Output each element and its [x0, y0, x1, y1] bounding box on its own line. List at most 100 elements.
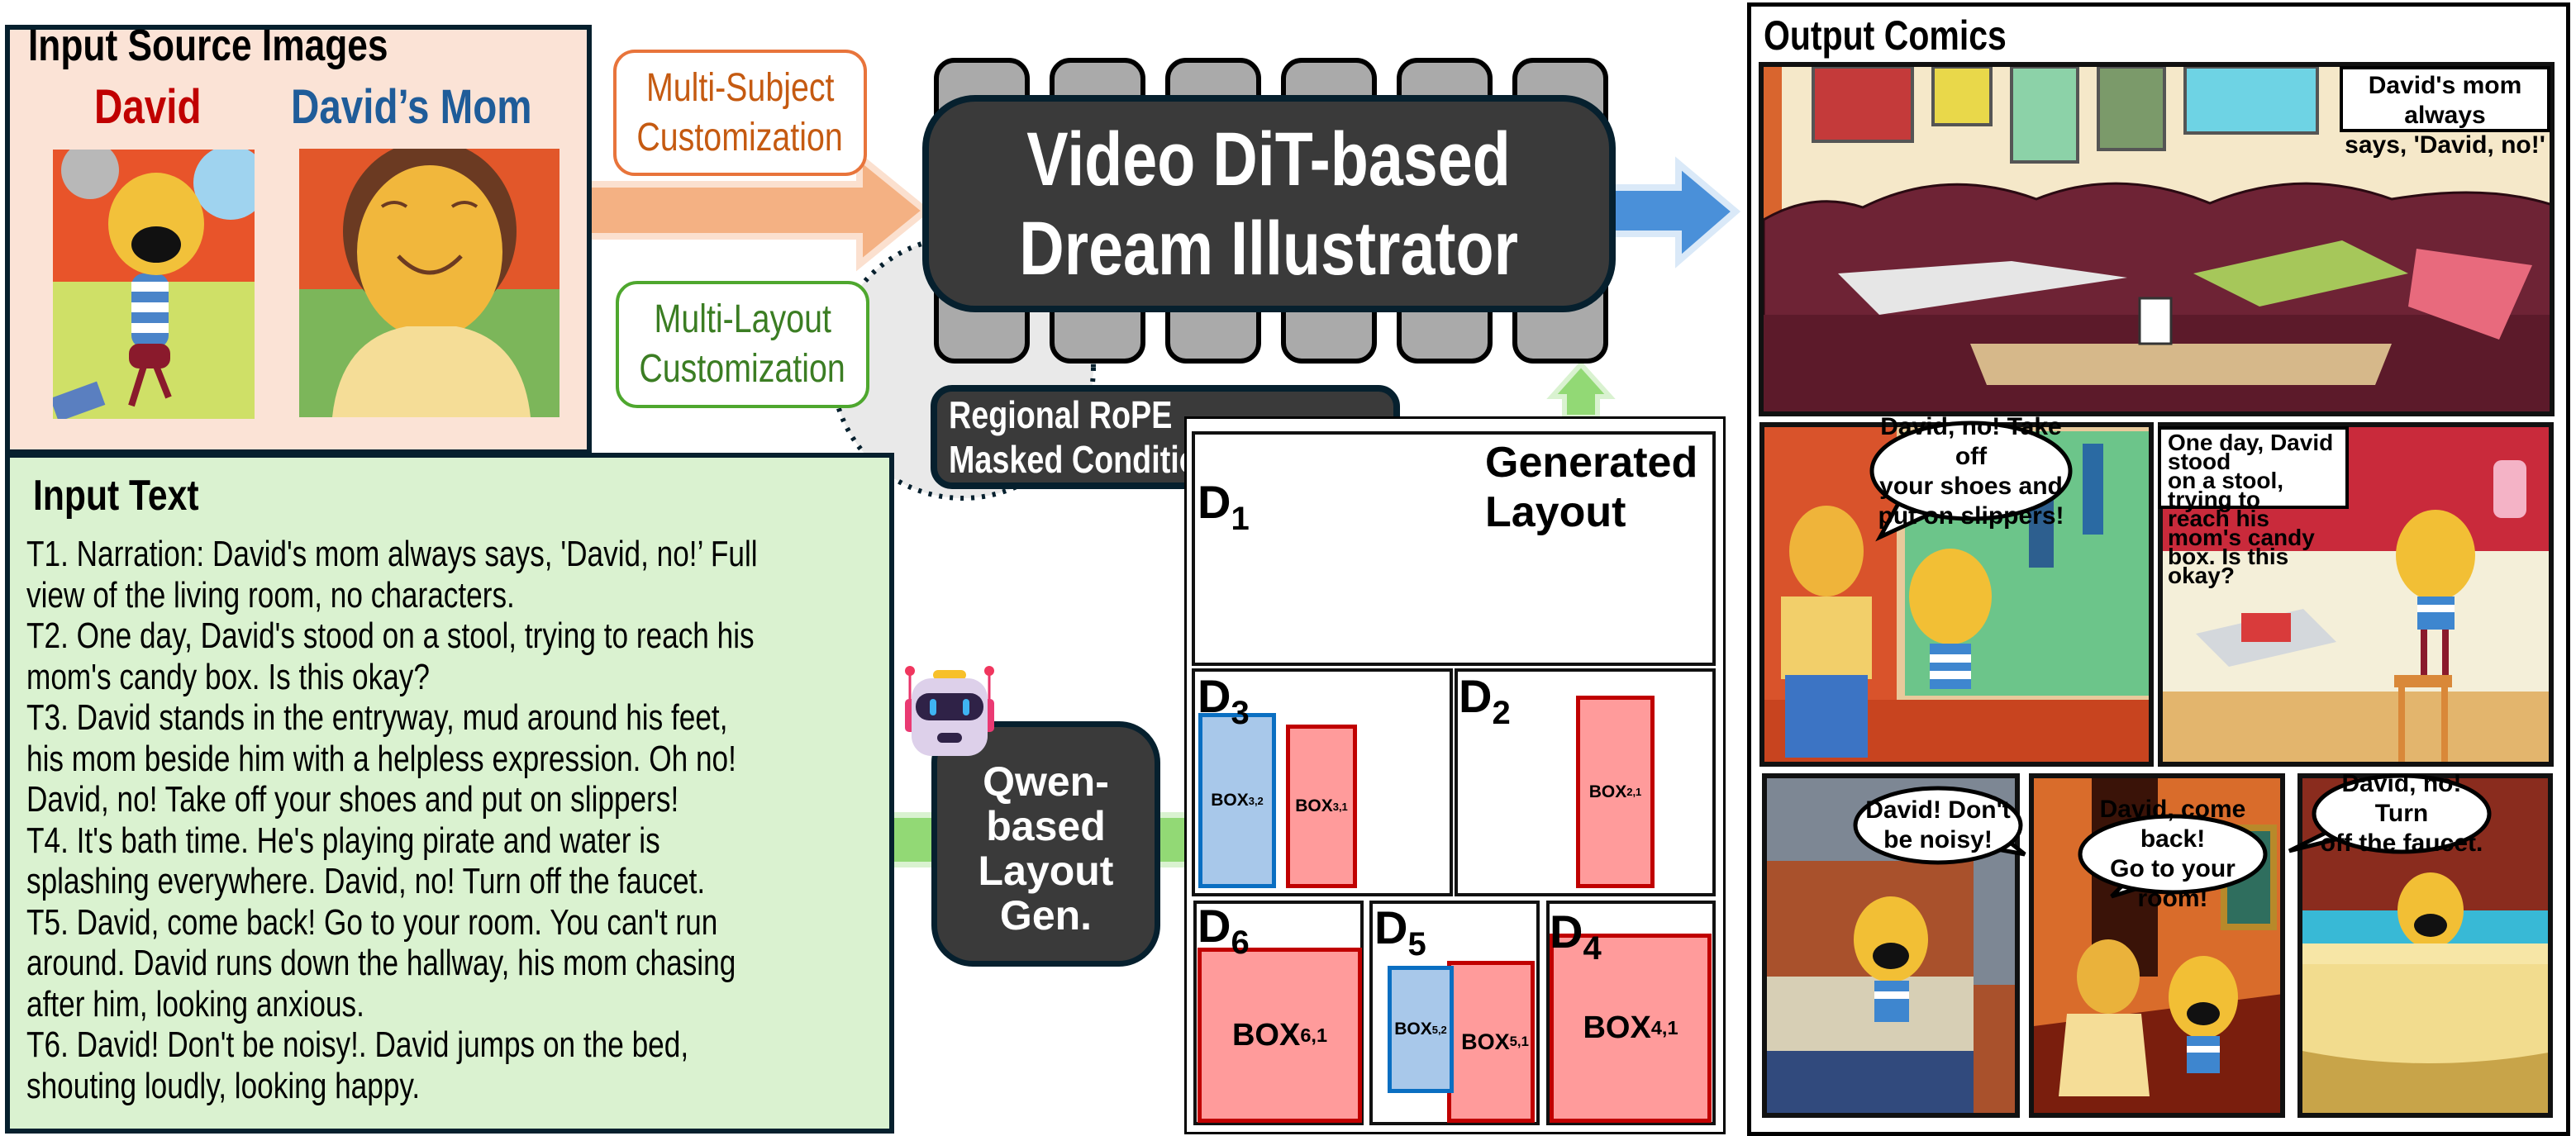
character-label-david: David: [94, 79, 225, 135]
label-line: Multi-Subject: [645, 65, 835, 110]
input-text-line: his mom beside him with a helpless expre…: [26, 739, 914, 780]
generated-layout-title: Generated Layout: [1485, 438, 1697, 537]
robot-icon: [905, 666, 994, 756]
bubble-line: David! Don't: [1865, 796, 2011, 824]
box-index: 5,1: [1509, 1034, 1529, 1049]
input-text-line: T5. David, come back! Go to your room. Y…: [26, 902, 890, 943]
speech-bubble: David, no! Turn off the faucet.: [2314, 770, 2489, 857]
panel-letter: D: [1374, 901, 1408, 953]
input-text-line-text: T2. One day, David's stood on a stool, t…: [26, 616, 755, 656]
panel-letter: D: [1198, 670, 1231, 722]
bedroom-art: [1767, 861, 2015, 1113]
box-label: BOX: [1211, 791, 1249, 810]
bathroom-art: [2302, 872, 2548, 1113]
layout-gen-line: Gen.: [999, 891, 1093, 939]
david-source-image: [53, 150, 255, 419]
panel-label-d3: D3: [1198, 673, 1250, 736]
input-text-line: T6. David! Don't be noisy!. David jumps …: [26, 1024, 854, 1066]
panel-index: 6: [1231, 924, 1250, 961]
input-text-line-text: after him, looking anxious.: [26, 983, 364, 1024]
box-index: 6,1: [1300, 1024, 1328, 1046]
box-label: BOX: [1583, 1010, 1651, 1045]
title-line: Layout: [1485, 488, 1626, 536]
box-label: BOX: [1394, 1020, 1432, 1039]
caption-box: David's mom always says, 'David, no!': [2340, 66, 2550, 159]
layout-up-arrow: [1546, 360, 1616, 420]
bubble-line: your shoes and: [1879, 473, 2063, 500]
input-text-line-text: T4. It's bath time. He's playing pirate …: [26, 820, 660, 861]
box-label: BOX: [1231, 1017, 1301, 1053]
source-images-title: Input Source Images: [28, 20, 467, 71]
box-index: 3,1: [1332, 800, 1348, 813]
panel-index: 5: [1407, 926, 1426, 963]
panel-label-d2: D2: [1459, 673, 1511, 736]
panel-label-d4: D4: [1550, 909, 1602, 972]
caption-line: box. Is this okay?: [2168, 544, 2289, 588]
input-text-line: view of the living room, no characters.: [26, 575, 637, 616]
input-text-line: T4. It's bath time. He's playing pirate …: [26, 820, 818, 862]
bubble-line: David, no! Take off: [1880, 413, 2062, 470]
speech-bubble: David, come back! Go to your room!: [2080, 796, 2265, 912]
panel-index: 2: [1492, 695, 1511, 731]
input-text-line-text: splashing everywhere. David, no! Turn of…: [26, 861, 706, 901]
multi-subject-customization-box: Multi-Subject Customization: [613, 50, 867, 176]
panel-label-d1: D1: [1198, 479, 1250, 542]
panel-letter: D: [1459, 670, 1493, 722]
caption-line: says, 'David, no!': [2345, 131, 2545, 159]
input-text-title-text: Input Text: [33, 472, 199, 520]
input-text-line: shouting loudly, looking happy.: [26, 1066, 518, 1107]
character-name: David’s Mom: [291, 80, 532, 134]
source-images-title-text: Input Source Images: [28, 21, 388, 70]
box-label: BOX: [1588, 782, 1627, 801]
subject-arrow: [579, 150, 931, 272]
techniques-box: Regional RoPE Masked Condition Loss: [931, 385, 1400, 489]
mom-source-image: [299, 149, 559, 417]
input-text-line: splashing everywhere. David, no! Turn of…: [26, 861, 874, 902]
box-label: BOX: [1461, 1029, 1510, 1054]
input-text-line-text: T1. Narration: David's mom always says, …: [26, 534, 758, 574]
layout-panel-d1: [1192, 431, 1716, 666]
panel-index: 3: [1231, 695, 1250, 731]
panel-letter: D: [1550, 905, 1583, 958]
bubble-line: David, come back!: [2099, 796, 2246, 853]
box-index: 5,2: [1431, 1023, 1447, 1036]
box-index: 4,1: [1650, 1017, 1678, 1039]
caption-line: David's mom always: [2368, 72, 2522, 129]
panel-index: 1: [1231, 501, 1250, 537]
input-text-line: T3. David stands in the entryway, mud ar…: [26, 697, 903, 739]
panel-letter: D: [1198, 476, 1231, 528]
box-label: BOX: [1295, 796, 1333, 815]
technique-regional-rope: Regional RoPE: [949, 393, 1173, 436]
input-text-line-text: T5. David, come back! Go to your room. Y…: [26, 901, 718, 943]
title-line: Generated: [1485, 439, 1698, 487]
layout-gen-line: Qwen-: [983, 758, 1109, 805]
bubble-line: be noisy!: [1883, 826, 1993, 853]
box-index: 2,1: [1626, 786, 1642, 798]
label-line: Customization: [639, 347, 846, 391]
input-text-line-text: T3. David stands in the entryway, mud ar…: [26, 697, 728, 738]
bubble-line: put on slippers!: [1878, 502, 2064, 530]
caption-line: One day, David stood: [2168, 430, 2334, 474]
qwen-layout-generator-block: Qwen- based Layout Gen.: [931, 721, 1160, 967]
input-text-line-text: mom's candy box. Is this okay?: [26, 656, 430, 697]
label-line: Customization: [636, 115, 844, 159]
input-text-line-text: T6. David! Don't be noisy!. David jumps …: [26, 1024, 689, 1065]
dream-illustrator-block: Video DiT-based Dream Illustrator: [922, 95, 1616, 312]
input-text-line: David, no! Take off your shoes and put o…: [26, 779, 842, 820]
input-text-line: around. David runs down the hallway, his…: [26, 943, 913, 984]
input-text-line-text: his mom beside him with a helpless expre…: [26, 738, 736, 779]
output-comics-title: Output Comics: [1764, 12, 2059, 59]
input-text-line: T1. Narration: David's mom always says, …: [26, 534, 940, 575]
panel-label-d6: D6: [1198, 903, 1250, 966]
character-name: David: [94, 80, 202, 134]
input-text-line: after him, looking anxious.: [26, 984, 449, 1025]
output-comics-title-text: Output Comics: [1764, 12, 2007, 59]
